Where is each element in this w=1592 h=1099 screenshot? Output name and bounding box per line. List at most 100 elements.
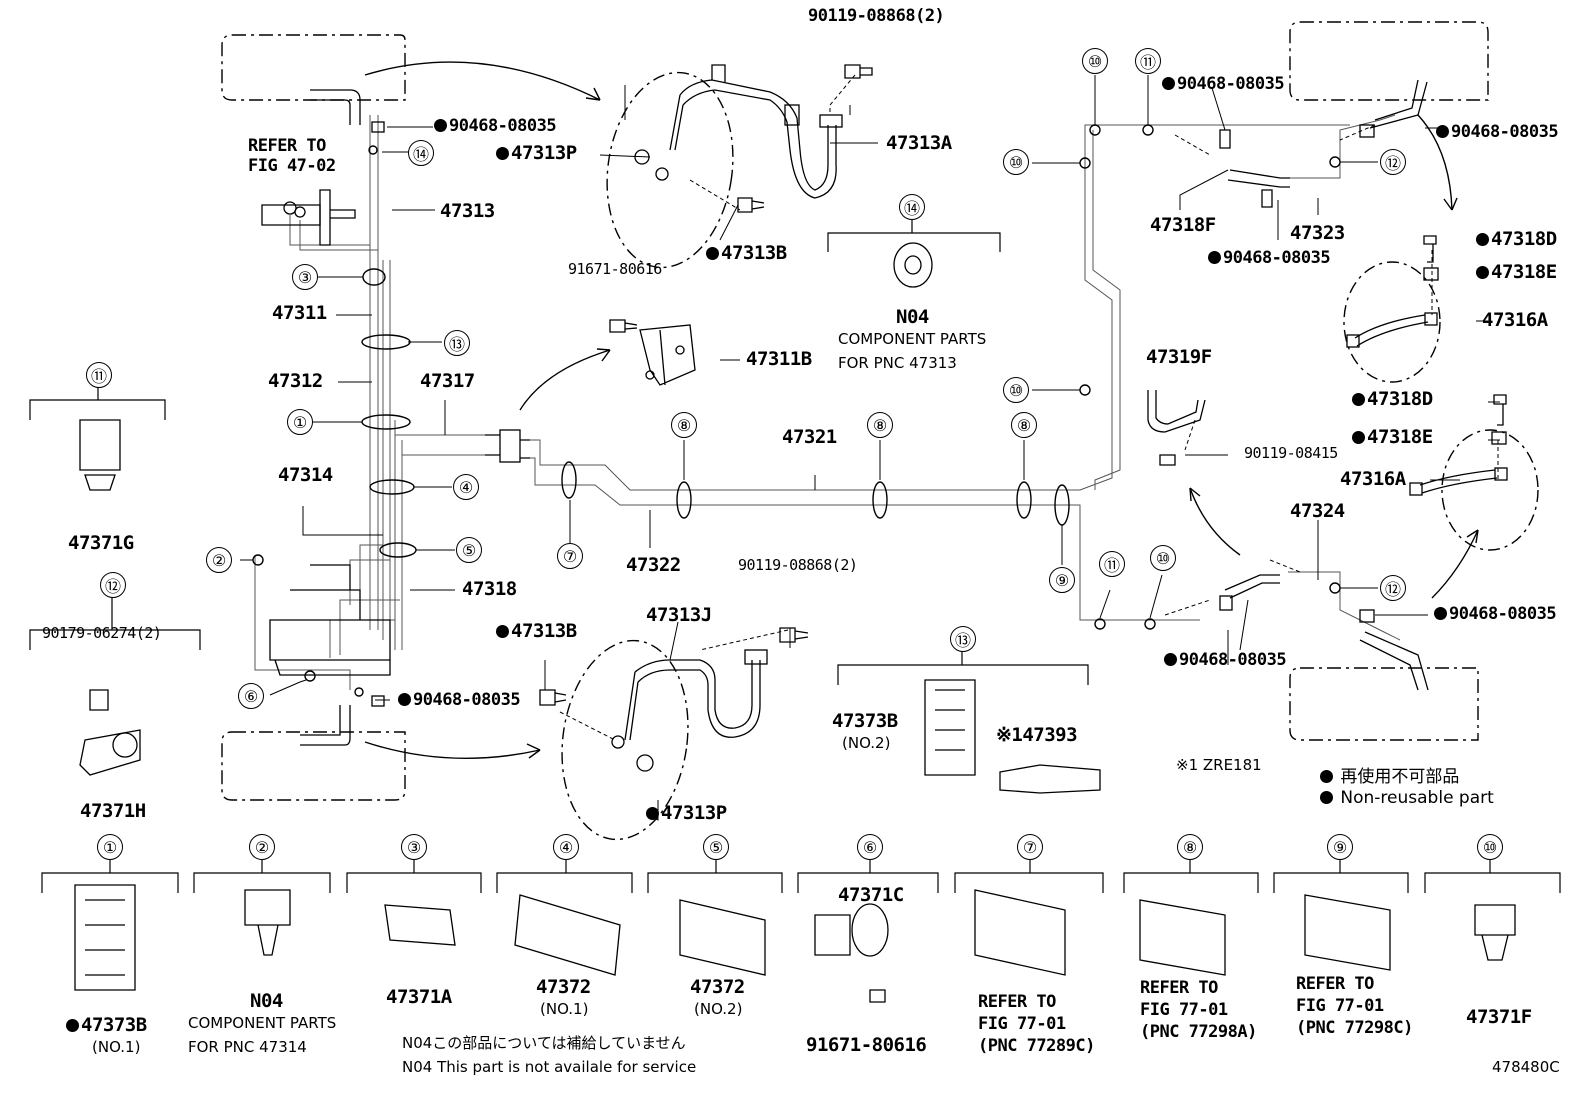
label-47373B-no2: 47373B: [832, 710, 898, 732]
callout-2: ②: [249, 834, 275, 860]
callout-8: ⑧: [1011, 412, 1037, 438]
non-reusable-dot-icon: [1352, 431, 1365, 444]
callout-11: ⑪: [1099, 551, 1125, 577]
label-pnc-77298a: (PNC 77298A): [1140, 1022, 1257, 1042]
label-47318: 47318: [462, 578, 517, 600]
callout-10: ⑩: [1003, 149, 1029, 175]
label-91671-80616-top: 91671-80616: [568, 260, 662, 278]
label-90468-08035: 90468-08035: [398, 692, 521, 709]
note-not-available-jp: N04この部品については補給していません: [402, 1034, 686, 1052]
label-90179-06274: 90179-06274(2): [42, 624, 162, 642]
callout-5: ⑤: [456, 537, 482, 563]
label-47314: 47314: [278, 464, 333, 486]
label-47318E-top: 47318E: [1476, 263, 1557, 282]
label-47313B-top: 47313B: [706, 244, 787, 263]
callout-10: ⑩: [1003, 377, 1029, 403]
note-not-available-en: N04 This part is not availale for servic…: [402, 1058, 697, 1076]
callout-3: ③: [292, 264, 318, 290]
callout-1: ①: [287, 409, 313, 435]
label-no1: (NO.1): [92, 1038, 141, 1056]
label-fig-77-01-8: FIG 77-01: [1140, 1000, 1228, 1020]
label-147393: ※147393: [996, 724, 1078, 746]
callout-7: ⑦: [1017, 834, 1043, 860]
callout-11: ⑪: [86, 362, 112, 388]
label-47371G: 47371G: [68, 532, 134, 554]
label-47311: 47311: [272, 302, 327, 324]
label-47321: 47321: [782, 426, 837, 448]
callout-8: ⑧: [671, 412, 697, 438]
label-90468-08035: 90468-08035: [1164, 652, 1287, 669]
non-reusable-dot-icon: [1320, 770, 1333, 783]
label-90468-08035: 90468-08035: [1436, 124, 1559, 141]
label-n04-bottom: N04: [250, 990, 283, 1012]
callout-12: ⑫: [1380, 575, 1406, 601]
label-90468-08035: 90468-08035: [1162, 76, 1285, 93]
non-reusable-dot-icon: [496, 147, 509, 160]
label-90119-08415: 90119-08415: [1244, 444, 1338, 462]
figure-id: 478480C: [1492, 1058, 1560, 1076]
non-reusable-dot-icon: [1436, 125, 1449, 138]
label-90468-08035: 90468-08035: [1208, 250, 1331, 267]
label-90119-08868-top: 90119-08868(2): [808, 6, 945, 26]
callout-13: ⑬: [950, 626, 976, 652]
label-no2-47372: (NO.2): [694, 1000, 743, 1018]
label-47318E-bottom: 47318E: [1352, 428, 1433, 447]
label-refer-to-8: REFER TO: [1140, 978, 1218, 998]
label-90468-08035: 90468-08035: [1434, 606, 1557, 623]
callout-13: ⑬: [444, 330, 470, 356]
label-47316A-top: 47316A: [1482, 309, 1548, 331]
label-47371A: 47371A: [386, 986, 452, 1008]
label-90119-08868-bottom: 90119-08868(2): [738, 556, 858, 574]
non-reusable-dot-icon: [706, 247, 719, 260]
label-47317: 47317: [420, 370, 475, 392]
callout-10: ⑩: [1082, 48, 1108, 74]
callout-1: ①: [97, 834, 123, 860]
non-reusable-dot-icon: [1208, 251, 1221, 264]
callout-14: ⑭: [408, 140, 434, 166]
label-for-pnc-47313: FOR PNC 47313: [838, 354, 957, 372]
label-47324: 47324: [1290, 500, 1345, 522]
label-47318D-bottom: 47318D: [1352, 390, 1433, 409]
label-47319F: 47319F: [1146, 346, 1212, 368]
flow-arrows: [364, 61, 1479, 760]
callout-11: ⑪: [1135, 48, 1161, 74]
label-47313P-top: 47313P: [496, 144, 577, 163]
callout-8: ⑧: [867, 412, 893, 438]
non-reusable-dot-icon: [646, 807, 659, 820]
label-47313A: 47313A: [886, 132, 952, 154]
label-47313: 47313: [440, 200, 495, 222]
label-47322: 47322: [626, 554, 681, 576]
reference-boxes: [221, 21, 1489, 801]
label-47318D-top: 47318D: [1476, 230, 1557, 249]
callout-3: ③: [401, 834, 427, 860]
label-fig-77-01-9: FIG 77-01: [1296, 996, 1384, 1016]
label-component-parts-bottom: COMPONENT PARTS: [188, 1014, 337, 1032]
label-no2-top: (NO.2): [842, 734, 891, 752]
label-refer-to-7: REFER TO: [978, 992, 1056, 1012]
non-reusable-dot-icon: [66, 1019, 79, 1032]
label-fig-47-02: FIG 47-02: [248, 156, 336, 176]
non-reusable-dot-icon: [1320, 791, 1333, 804]
label-91671-80616-bottom: 91671-80616: [806, 1034, 927, 1056]
non-reusable-dot-icon: [434, 119, 447, 132]
non-reusable-dot-icon: [1162, 77, 1175, 90]
legend-non-reusable-jp: 再使用不可部品: [1320, 762, 1459, 787]
callout-9: ⑨: [1049, 567, 1075, 593]
callout-4: ④: [553, 834, 579, 860]
callout-2: ②: [206, 547, 232, 573]
label-refer-to-9: REFER TO: [1296, 974, 1374, 994]
label-47312: 47312: [268, 370, 323, 392]
callout-9: ⑨: [1327, 834, 1353, 860]
label-pnc-77298c: (PNC 77298C): [1296, 1018, 1413, 1038]
label-47371C: 47371C: [838, 884, 904, 906]
callout-8: ⑧: [1177, 834, 1203, 860]
non-reusable-dot-icon: [1476, 266, 1489, 279]
label-47313J: 47313J: [646, 604, 712, 626]
label-for-pnc-47314: FOR PNC 47314: [188, 1038, 307, 1056]
callout-7: ⑦: [557, 543, 583, 569]
non-reusable-dot-icon: [1164, 653, 1177, 666]
non-reusable-dot-icon: [496, 625, 509, 638]
label-47318F: 47318F: [1150, 214, 1216, 236]
